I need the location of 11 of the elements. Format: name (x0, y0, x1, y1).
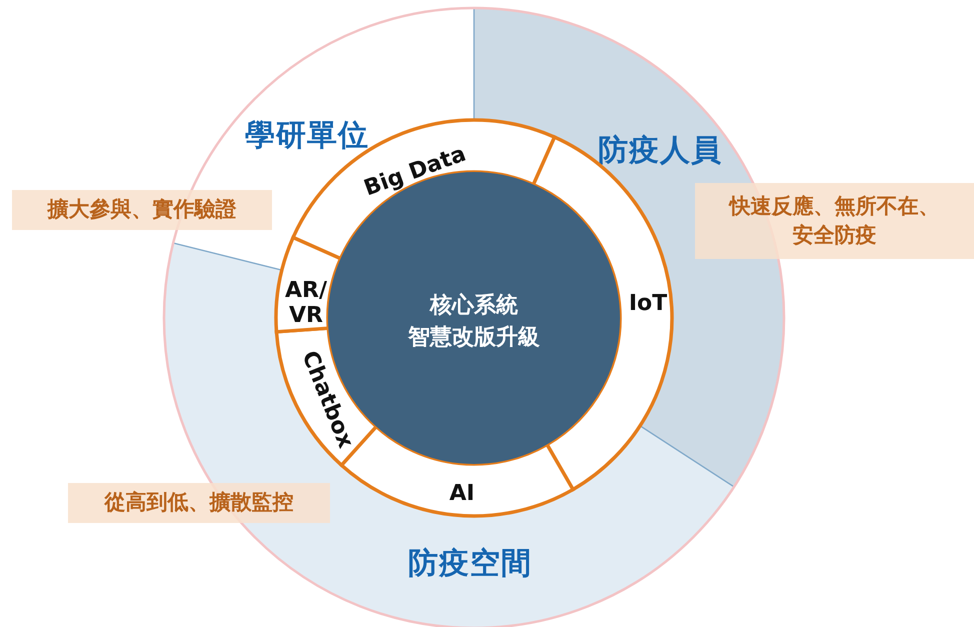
sector-label: 防疫人員 (598, 132, 722, 170)
segment-label: AI (449, 481, 475, 507)
sector-label: 學研單位 (245, 116, 369, 154)
callout-note: 快速反應、無所不在、安全防疫 (695, 183, 974, 259)
core-label: 核心系統 (430, 292, 518, 320)
segment-label: IoT (628, 291, 668, 317)
core-label: 智慧改版升級 (408, 324, 540, 352)
callout-note: 擴大參與、實作驗證 (12, 190, 272, 230)
sector-label: 防疫空間 (408, 544, 532, 582)
segment-label: AR/VR (284, 278, 328, 328)
callout-note: 從高到低、擴散監控 (68, 483, 330, 523)
